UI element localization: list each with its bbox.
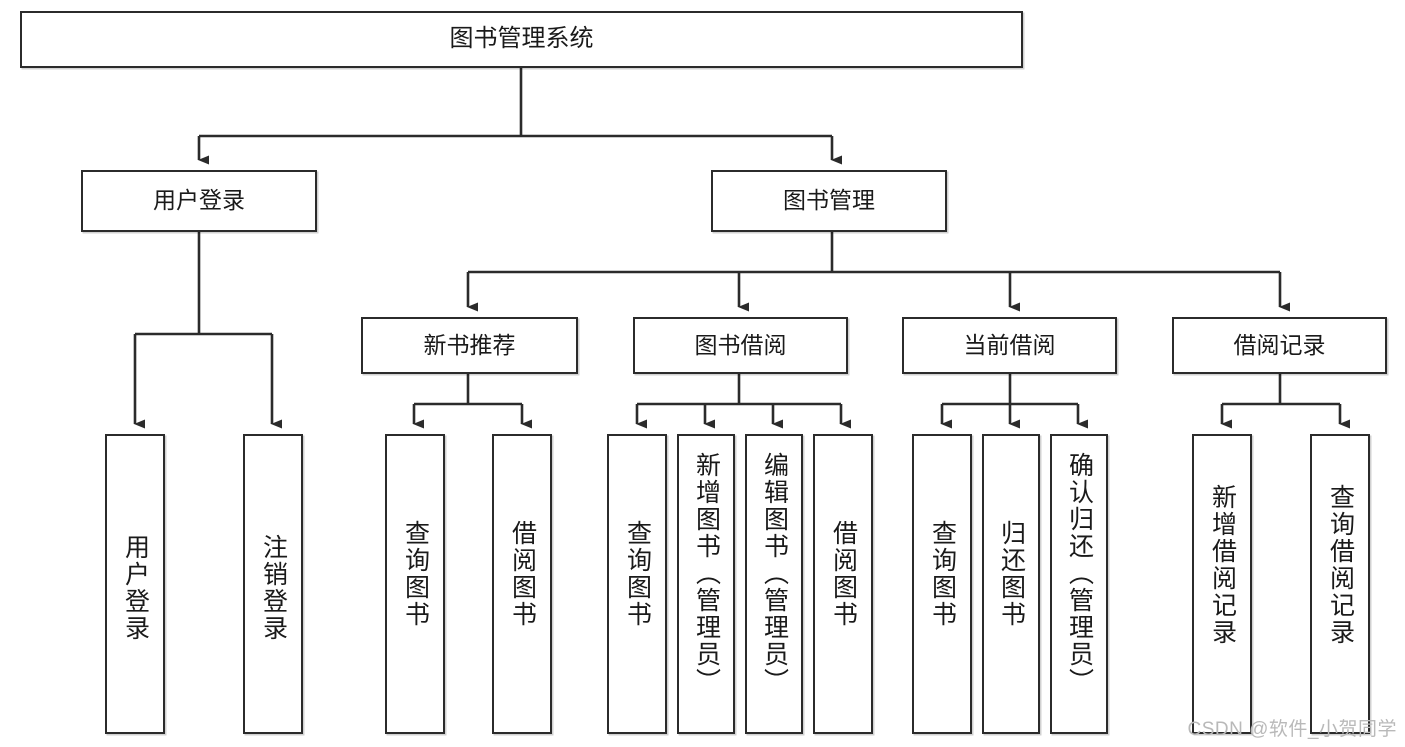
node-label: 查询图书 [623, 520, 652, 628]
leaf-borrow-book[interactable]: 借阅图书 [813, 434, 873, 734]
leaf-query-book-current[interactable]: 查询图书 [912, 434, 972, 734]
node-book-management[interactable]: 图书管理 [711, 170, 947, 232]
leaf-user-login[interactable]: 用户登录 [105, 434, 165, 734]
leaf-add-book-admin[interactable]: 新增图书（管理员） [677, 434, 735, 734]
leaf-confirm-return-admin[interactable]: 确认归还（管理员） [1050, 434, 1108, 734]
node-label: 查询图书 [928, 520, 957, 628]
node-current-borrow[interactable]: 当前借阅 [902, 317, 1117, 374]
node-label: 图书借阅 [694, 331, 787, 358]
leaf-logout[interactable]: 注销登录 [243, 434, 303, 734]
node-label: 当前借阅 [963, 331, 1056, 358]
leaf-query-book-recommend[interactable]: 查询图书 [385, 434, 445, 734]
node-root-book-management-system[interactable]: 图书管理系统 [20, 11, 1023, 68]
node-label: 借阅记录 [1233, 331, 1326, 358]
node-label: 查询借阅记录 [1326, 484, 1355, 646]
node-label: 新增图书（管理员） [692, 452, 721, 695]
node-label: 新书推荐 [423, 331, 516, 358]
leaf-borrow-book-recommend[interactable]: 借阅图书 [492, 434, 552, 734]
node-label: 借阅图书 [508, 520, 537, 628]
watermark: CSDN @软件_小贺同学 [1187, 719, 1397, 740]
leaf-edit-book-admin[interactable]: 编辑图书（管理员） [745, 434, 803, 734]
leaf-query-book-borrow[interactable]: 查询图书 [607, 434, 667, 734]
node-label: 新增借阅记录 [1208, 484, 1237, 646]
node-label: 编辑图书（管理员） [760, 452, 789, 695]
node-label: 借阅图书 [829, 520, 858, 628]
node-new-book-recommend[interactable]: 新书推荐 [361, 317, 578, 374]
node-label: 注销登录 [259, 534, 288, 642]
leaf-return-book[interactable]: 归还图书 [982, 434, 1040, 734]
node-label: 图书管理系统 [449, 25, 594, 53]
node-label: 查询图书 [401, 520, 430, 628]
node-label: 用户登录 [153, 187, 245, 214]
node-borrow-record[interactable]: 借阅记录 [1172, 317, 1387, 374]
node-label: 用户登录 [121, 534, 150, 642]
node-label: 归还图书 [997, 520, 1026, 628]
node-label: 图书管理 [783, 187, 875, 214]
node-book-borrow[interactable]: 图书借阅 [633, 317, 848, 374]
leaf-query-borrow-record[interactable]: 查询借阅记录 [1310, 434, 1370, 734]
node-user-login[interactable]: 用户登录 [81, 170, 317, 232]
node-label: 确认归还（管理员） [1065, 452, 1094, 695]
leaf-add-borrow-record[interactable]: 新增借阅记录 [1192, 434, 1252, 734]
